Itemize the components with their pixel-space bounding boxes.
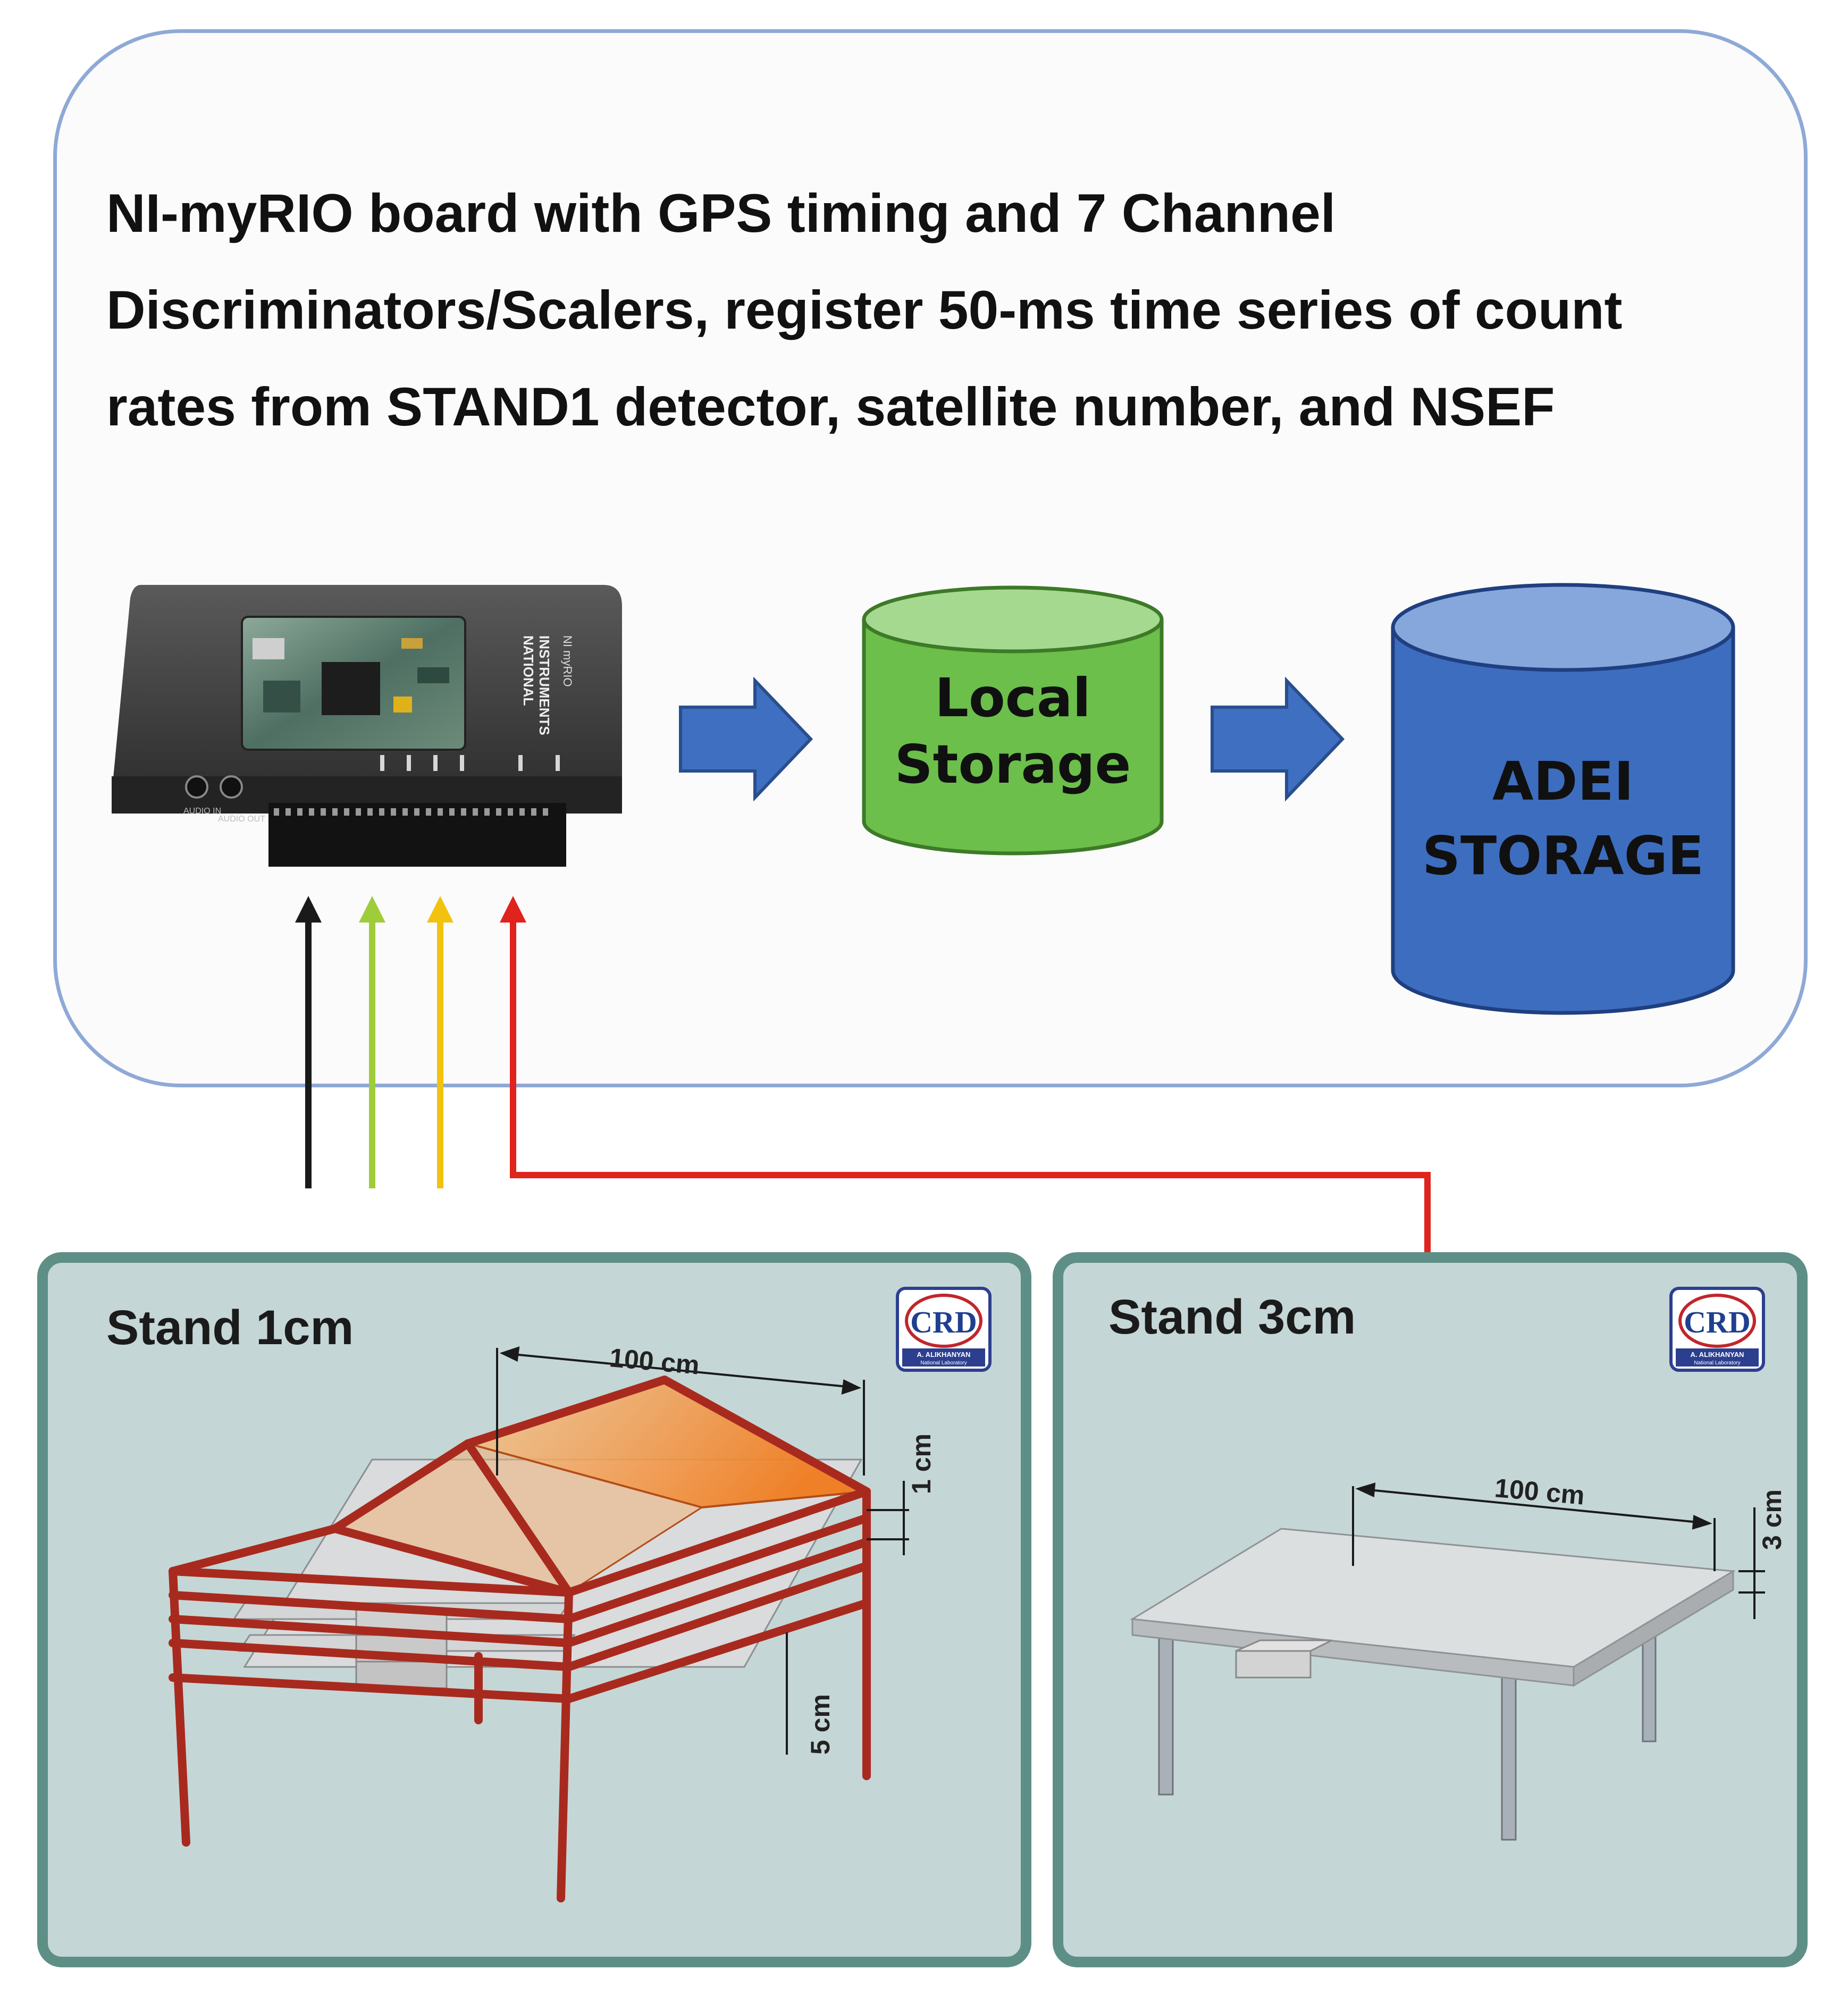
svg-text:CRD: CRD xyxy=(910,1305,977,1339)
svg-text:A. ALIKHANYAN: A. ALIKHANYAN xyxy=(1691,1351,1744,1359)
stand1-width-label: 100 cm xyxy=(608,1343,701,1380)
local-storage-line2: Storage xyxy=(894,733,1131,795)
ni-logo: NATIONAL INSTRUMENTS NI myRIO xyxy=(520,635,574,735)
svg-text:National Laboratory: National Laboratory xyxy=(1694,1360,1740,1366)
description-line-3: rates from STAND1 detector, satellite nu… xyxy=(106,376,1555,437)
ni-myrio-device: NATIONAL INSTRUMENTS NI myRIO AUDIO IN A… xyxy=(112,585,622,867)
signal-line-green xyxy=(359,896,385,1188)
svg-text:CRD: CRD xyxy=(1684,1305,1751,1339)
adei-storage-line1: ADEI xyxy=(1492,750,1634,812)
signal-line-black xyxy=(295,896,322,1188)
signal-lines xyxy=(295,896,1431,1258)
lab-logo-stand1: CRD A. ALIKHANYAN National Laboratory xyxy=(896,1287,992,1372)
audio-in-label: AUDIO IN xyxy=(183,807,221,816)
stand3-width-label: 100 cm xyxy=(1493,1473,1586,1511)
pmt-box xyxy=(1235,1650,1312,1679)
description-line-2: Discriminators/Scalers, register 50-ms t… xyxy=(106,280,1623,340)
signal-line-yellow xyxy=(427,896,453,1188)
adei-storage-label: ADEI STORAGE xyxy=(1388,744,1738,893)
adei-storage-line2: STORAGE xyxy=(1422,825,1704,887)
stand-3cm-drawing: 100 cm 3 cm xyxy=(1130,1473,1787,1841)
stand1-thickness-label: 1 cm xyxy=(906,1433,936,1494)
brand-name-line2: INSTRUMENTS xyxy=(536,635,552,735)
system-description: NI-myRIO board with GPS timing and 7 Cha… xyxy=(106,165,1754,455)
signal-line-red xyxy=(500,896,1431,1258)
processor-chip xyxy=(322,662,380,715)
audio-out-label: AUDIO OUT xyxy=(218,815,265,824)
audio-in-jack xyxy=(185,775,208,799)
svg-text:National Laboratory: National Laboratory xyxy=(920,1360,967,1366)
stand-1cm-title: Stand 1cm xyxy=(106,1301,354,1355)
steel-frame xyxy=(169,1376,871,1902)
model-name: NI myRIO xyxy=(561,635,574,687)
local-storage-line1: Local xyxy=(935,667,1091,729)
stand1-spacing-label: 5 cm xyxy=(805,1694,835,1755)
lab-logo-stand3: CRD A. ALIKHANYAN National Laboratory xyxy=(1669,1287,1765,1372)
svg-text:A. ALIKHANYAN: A. ALIKHANYAN xyxy=(917,1351,971,1359)
stand3-thickness-label: 3 cm xyxy=(1757,1489,1787,1550)
flow-arrow-to-local xyxy=(679,676,813,802)
stand-3cm-title: Stand 3cm xyxy=(1108,1290,1356,1344)
stand-1cm-drawing: 100 cm 1 cm 5 cm xyxy=(169,1343,936,1902)
brand-name-line1: NATIONAL xyxy=(520,635,536,706)
adei-storage-cylinder xyxy=(1391,583,1735,1015)
width-dimension-line xyxy=(502,1352,859,1389)
width-dimension-line-3cm xyxy=(1358,1488,1710,1524)
audio-out-jack xyxy=(220,775,243,799)
description-line-1: NI-myRIO board with GPS timing and 7 Cha… xyxy=(106,183,1336,244)
local-storage-cylinder xyxy=(862,585,1164,856)
local-storage-label: Local Storage xyxy=(859,665,1167,798)
flow-arrow-to-adei xyxy=(1211,676,1345,802)
